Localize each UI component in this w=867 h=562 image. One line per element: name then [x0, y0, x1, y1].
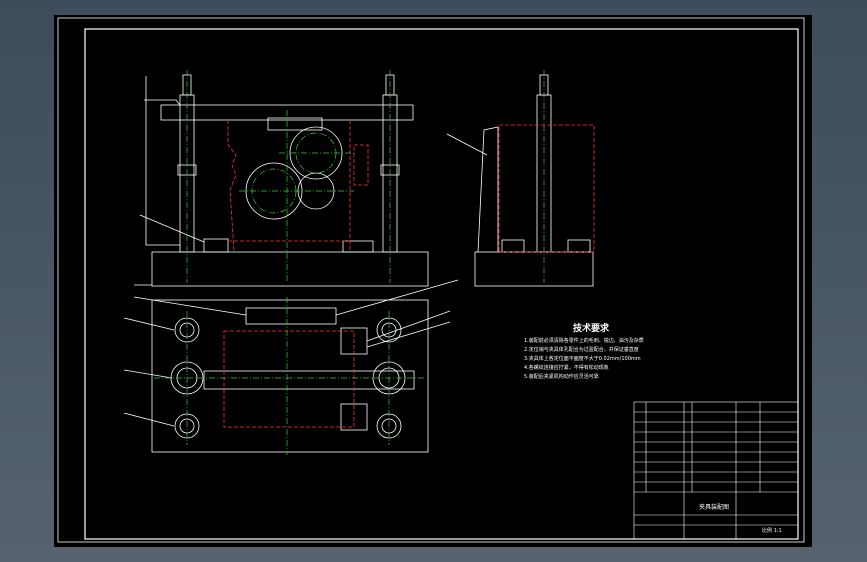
top-view-part: [223, 330, 355, 428]
top-view-centerlines: [154, 297, 426, 455]
title-block: [633, 401, 799, 540]
side-view-part: [498, 124, 595, 253]
side-view: [446, 74, 594, 287]
title-block-scale: 比例 1:1: [762, 528, 782, 534]
top-view: [123, 279, 459, 453]
requirement-line: 3.夹具体上各定位面平面度不大于0.02mm/100mm: [524, 356, 641, 362]
title-block-name: 夹具装配图: [699, 504, 730, 511]
requirement-line: 1.装配前必须清除各零件上的毛刺、锐边、油污及杂质: [524, 338, 644, 344]
tech-requirements-title: 技术要求: [573, 324, 610, 334]
front-view-centerlines: [186, 70, 391, 283]
front-view-part: [227, 120, 369, 253]
requirement-line: 5.装配后夹紧机构动作应灵活可靠: [524, 374, 599, 380]
requirement-line: 2.定位销与夹具体孔配合为过盈配合，并保证垂直度: [524, 347, 639, 353]
drawing-sheet: [57, 17, 805, 543]
requirement-line: 4.各螺纹连接应拧紧，不得有松动现象: [524, 365, 609, 371]
front-view-gears: [245, 117, 343, 220]
cad-viewport[interactable]: 技术要求 1.装配前必须清除各零件上的毛刺、锐边、油污及杂质 2.定位销与夹具体…: [54, 15, 812, 547]
front-view: [134, 74, 429, 287]
